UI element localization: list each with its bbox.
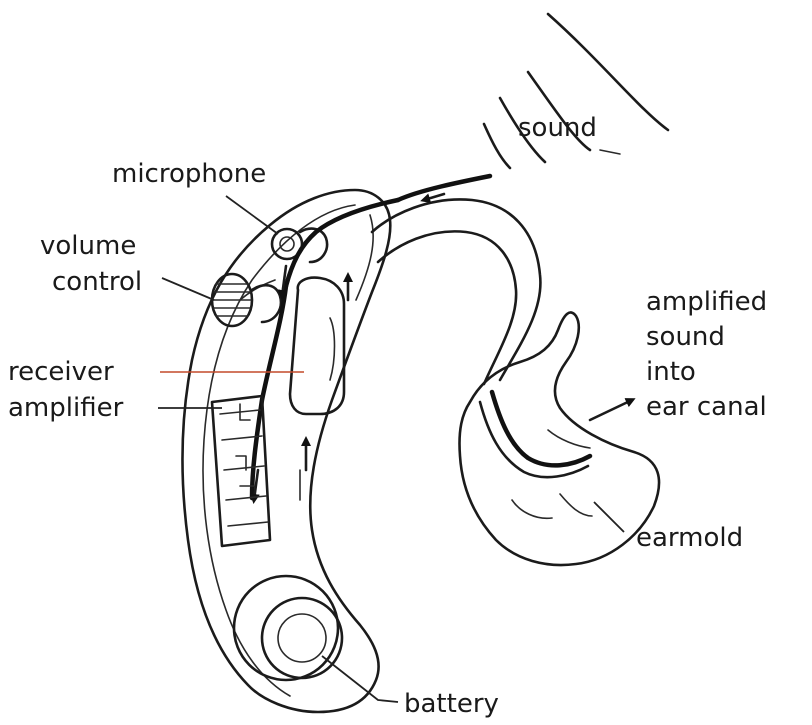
earmold-part xyxy=(459,312,659,565)
receiver-part xyxy=(290,276,348,500)
microphone-part xyxy=(272,229,327,262)
signal-path xyxy=(252,176,490,500)
label-amplified-line1: amplified xyxy=(646,287,767,317)
ear-hook xyxy=(372,199,590,477)
label-volume-line2: control xyxy=(52,267,142,297)
label-receiver: receiver xyxy=(8,357,114,387)
label-amplified-line3: into xyxy=(646,357,696,387)
battery-part xyxy=(234,576,342,680)
label-amplified-line2: sound xyxy=(646,322,725,352)
label-amplified-line4: ear canal xyxy=(646,392,767,422)
sound-waves xyxy=(484,14,668,168)
label-amplifier: amplifier xyxy=(8,393,124,423)
label-sound: sound xyxy=(518,113,597,143)
label-battery: battery xyxy=(404,689,499,719)
label-volume-line1: volume xyxy=(40,231,136,261)
label-earmold: earmold xyxy=(636,523,743,553)
label-microphone: microphone xyxy=(112,159,266,189)
